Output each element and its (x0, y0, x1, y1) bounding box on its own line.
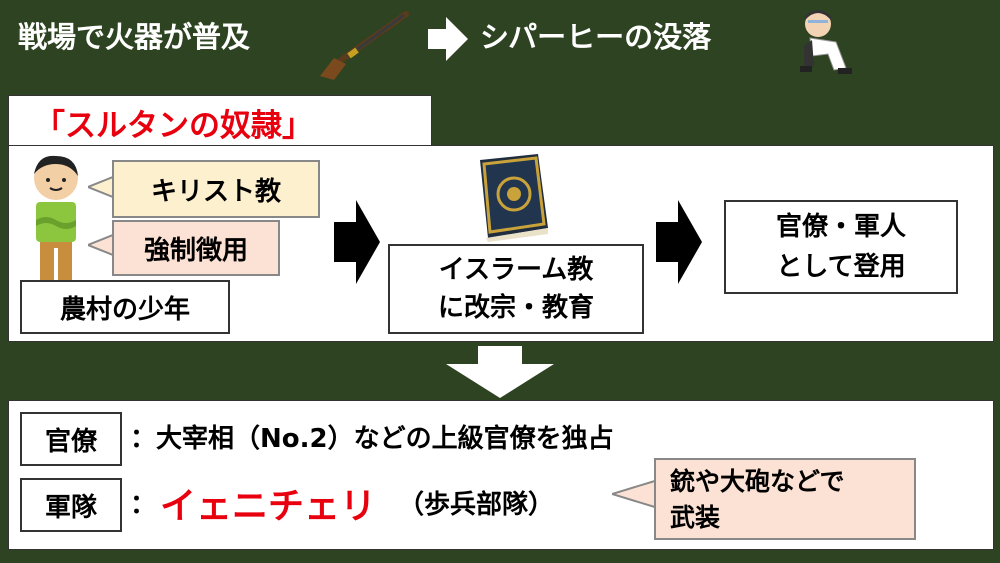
islam-line2: に改宗・教育 (437, 293, 594, 323)
infantry-suffix: （歩兵部隊） (398, 490, 555, 520)
christian-bubble-text: キリスト教 (150, 176, 281, 207)
boy-label: 農村の少年 (20, 280, 230, 334)
janissary-highlight: イェニチェリ (160, 486, 377, 527)
note-bubble-tail (612, 478, 659, 510)
boy-label-text: 農村の少年 (59, 294, 190, 325)
musket-icon (320, 11, 409, 80)
bureaucrat-tag: 官僚 (20, 412, 122, 466)
islam-line1: イスラーム教 (438, 255, 594, 285)
note-line1: 銃や大砲などで (670, 467, 845, 496)
army-tag-text: 軍隊 (44, 492, 97, 523)
black-arrow-icon (334, 200, 380, 284)
office-line1: 官僚・軍人 (775, 212, 906, 242)
forced-conscription-text: 強制徴用 (143, 235, 248, 266)
sultan-label: 「スルタンの奴隷」 (34, 108, 313, 144)
note-line2: 武装 (670, 503, 721, 532)
header-right-text: シパーヒーの没落 (480, 20, 712, 54)
down-arrow-icon (446, 346, 554, 398)
bureaucrat-tag-text: 官僚 (44, 426, 97, 457)
army-tag: 軍隊 (20, 478, 122, 532)
black-arrow-icon (656, 200, 702, 284)
bureaucrat-description: ：大宰相（No.2）などの上級官僚を独占 (130, 424, 614, 454)
boy-icon (34, 155, 78, 280)
quran-book-icon (480, 154, 548, 242)
header-left-text: 戦場で火器が普及 (18, 20, 251, 54)
official-soldier-box: 官僚・軍人 として登用 (724, 200, 958, 294)
right-arrow-icon (428, 17, 468, 61)
despair-man-icon (800, 10, 852, 74)
armament-note-bubble: 銃や大砲などで 武装 (654, 458, 916, 540)
army-colon: ： (130, 490, 157, 520)
sultan-label-tab (8, 95, 432, 146)
christian-bubble: キリスト教 (112, 160, 320, 218)
forced-conscription-bubble: 強制徴用 (112, 220, 280, 276)
islam-education-box: イスラーム教 に改宗・教育 (388, 244, 644, 334)
office-line2: として登用 (776, 252, 906, 282)
